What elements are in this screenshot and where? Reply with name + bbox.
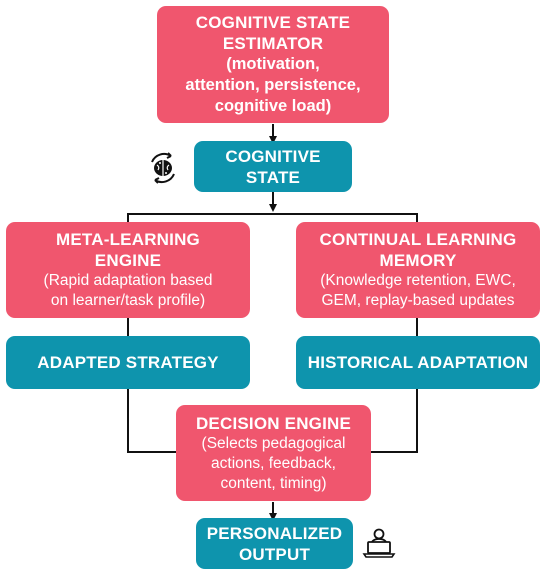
adapted-strategy-box: ADAPTED STRATEGY xyxy=(6,336,250,389)
cognitive-state-estimator-box: COGNITIVE STATE ESTIMATOR (motivation, a… xyxy=(157,6,389,123)
decision-engine-line-2: actions, feedback, xyxy=(211,454,336,472)
estimator-line-2: attention, persistence, xyxy=(185,76,361,94)
laptop-user-icon xyxy=(362,528,396,558)
meta-learning-engine-box: META-LEARNING ENGINE (Rapid adaptation b… xyxy=(6,222,250,318)
estimator-title: COGNITIVE STATE ESTIMATOR xyxy=(195,13,351,53)
split-line xyxy=(127,213,418,222)
line-historical-to-decision xyxy=(371,389,418,453)
output-line-1: PERSONALIZED xyxy=(206,523,343,543)
continual-learning-line-1: (Knowledge retention, EWC, xyxy=(320,272,516,289)
continual-learning-title: CONTINUAL LEARNING MEMORY xyxy=(319,230,517,270)
historical-adaptation-box: HISTORICAL ADAPTATION xyxy=(296,336,540,389)
personalized-output-box: PERSONALIZED OUTPUT xyxy=(196,518,353,569)
decision-engine-line-1: (Selects pedagogical xyxy=(201,434,346,452)
line-strategy-to-decision xyxy=(127,389,176,453)
estimator-line-1: (motivation, xyxy=(226,55,320,73)
estimator-line-3: cognitive load) xyxy=(214,97,332,115)
historical-adaptation-label: HISTORICAL ADAPTATION xyxy=(307,353,529,372)
meta-learning-line-1: (Rapid adaptation based xyxy=(43,272,213,289)
cognitive-state-box: COGNITIVE STATE xyxy=(194,141,352,192)
meta-learning-line-2: on learner/task profile) xyxy=(50,292,206,309)
brain-cycle-icon xyxy=(151,152,175,184)
decision-engine-title: DECISION ENGINE xyxy=(195,413,352,433)
meta-learning-title: META-LEARNING ENGINE xyxy=(56,230,200,270)
decision-engine-line-3: content, timing) xyxy=(220,474,327,492)
continual-learning-line-2: GEM, replay-based updates xyxy=(321,292,515,309)
decision-engine-box: DECISION ENGINE (Selects pedagogical act… xyxy=(176,405,371,501)
continual-learning-memory-box: CONTINUAL LEARNING MEMORY (Knowledge ret… xyxy=(296,222,540,318)
output-line-2: OUTPUT xyxy=(238,544,311,564)
adapted-strategy-label: ADAPTED STRATEGY xyxy=(37,353,219,372)
cognitive-state-line-2: STATE xyxy=(245,167,301,187)
cognitive-state-line-1: COGNITIVE xyxy=(225,146,321,166)
